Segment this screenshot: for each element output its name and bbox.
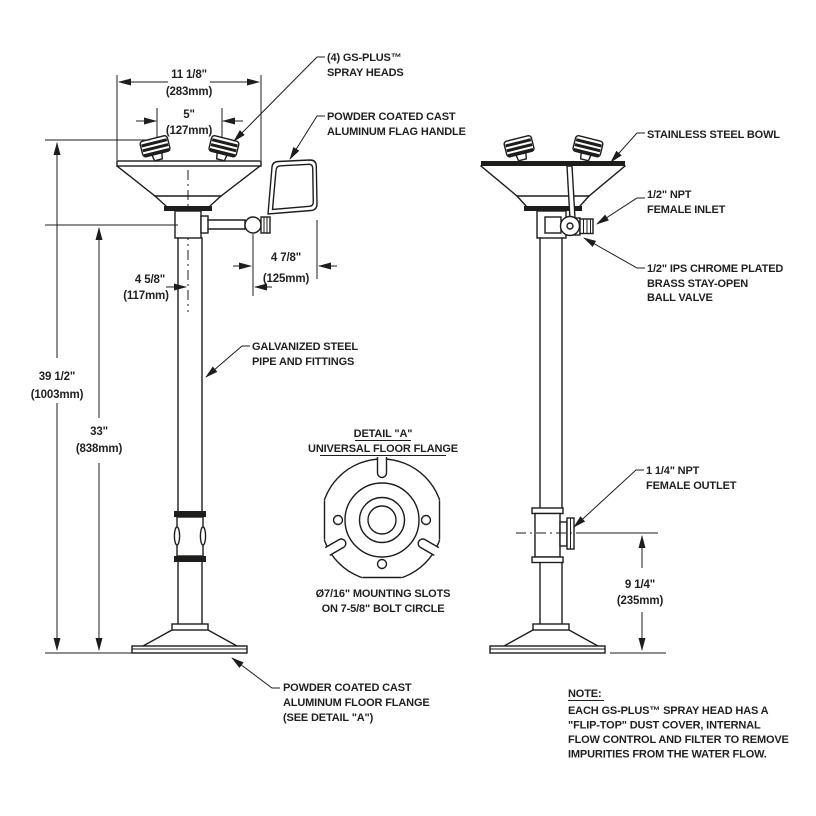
note-heading: NOTE:	[568, 688, 601, 700]
dim-text: (125mm)	[263, 273, 310, 285]
handle-bracket	[260, 216, 271, 234]
spray-head-icon	[502, 134, 537, 164]
dimensions: 11 1/8" (283mm) 5" (127mm) 39 1/2" (1003…	[31, 69, 666, 654]
spray-head-icon	[206, 134, 241, 164]
label-floor-flange: POWDER COATED CAST	[283, 682, 412, 694]
drain-collar	[524, 206, 582, 211]
label-ball-valve: 1/2" IPS CHROME PLATED	[647, 263, 783, 275]
dim-text: 4 7/8"	[271, 252, 301, 264]
dim-text: 11 1/8"	[171, 69, 207, 81]
pedestal-pipe	[539, 237, 563, 625]
bowl	[116, 160, 262, 211]
label-ball-valve: BRASS STAY-OPEN	[647, 278, 748, 290]
mounting-slot	[417, 538, 440, 557]
detail-caption: ON 7-5/8" BOLT CIRCLE	[322, 603, 445, 615]
bolt-hole	[332, 514, 344, 526]
dim-text: 33"	[90, 426, 108, 438]
pedestal-pipe	[177, 237, 203, 625]
note-line: "FLIP-TOP" DUST COVER, INTERNAL	[568, 720, 761, 732]
label-flag-handle: POWDER COATED CAST	[327, 111, 456, 123]
outlet-tee-front	[173, 511, 207, 562]
label-floor-flange: ALUMINUM FLOOR FLANGE	[283, 697, 430, 709]
label-bowl: STAINLESS STEEL BOWL	[647, 129, 780, 141]
side-view	[480, 134, 626, 654]
ball-valve-knob	[244, 216, 262, 234]
label-outlet: FEMALE OUTLET	[646, 480, 737, 492]
note-line: IMPURITIES FROM THE WATER FLOW.	[568, 749, 767, 761]
dim-text: (283mm)	[166, 86, 213, 98]
flag-handle	[267, 159, 318, 215]
label-spray-heads: (4) GS-PLUS™	[327, 52, 402, 64]
spray-head-icon	[570, 134, 605, 164]
detail-a-flange	[317, 457, 447, 585]
dim-bowl-width: 11 1/8" (283mm)	[116, 69, 262, 160]
floor-flange	[131, 623, 248, 654]
label-flag-handle: ALUMINUM FLAG HANDLE	[327, 126, 466, 138]
valve-tee	[174, 210, 271, 239]
dim-spray-spacing: 5" (127mm)	[136, 108, 243, 138]
dim-valve-height: 33" (838mm)	[45, 224, 178, 654]
dim-text: (1003mm)	[31, 389, 84, 401]
dim-text: 5"	[183, 109, 195, 121]
label-pipe: GALVANIZED STEEL	[252, 341, 358, 353]
dim-text: (838mm)	[76, 443, 123, 455]
front-view	[116, 134, 318, 654]
floor-flange	[489, 623, 606, 654]
label-ball-valve: BALL VALVE	[647, 292, 713, 304]
dim-handle-offset: 4 7/8" (125mm)	[233, 220, 337, 285]
dim-text: (127mm)	[166, 125, 213, 137]
drain-collar	[164, 206, 212, 211]
note-line: FLOW CONTROL AND FILTER TO REMOVE	[568, 734, 789, 746]
detail-title: DETAIL "A"	[354, 428, 413, 440]
bowl	[480, 161, 626, 211]
dim-text: (235mm)	[617, 595, 664, 607]
dim-overall-height: 39 1/2" (1003mm)	[31, 139, 150, 651]
mounting-slot	[376, 457, 388, 479]
bolt-hole	[420, 514, 432, 526]
dim-text: 4 5/8"	[135, 274, 165, 286]
dim-arm-offset: 4 5/8" (117mm)	[123, 234, 272, 302]
detail-subtitle: UNIVERSAL FLOOR FLANGE	[308, 443, 458, 455]
detail-a-text: DETAIL "A" UNIVERSAL FLOOR FLANGE Ø7/16"…	[308, 428, 458, 615]
label-spray-heads: SPRAY HEADS	[327, 67, 404, 79]
note-block: NOTE: EACH GS-PLUS™ SPRAY HEAD HAS A "FL…	[568, 688, 789, 761]
label-inlet: 1/2" NPT	[647, 189, 692, 201]
outlet-tee-side	[531, 507, 575, 564]
ball-valve	[536, 210, 594, 239]
dim-outlet-height: 9 1/4" (235mm)	[580, 532, 666, 654]
label-inlet: FEMALE INLET	[647, 204, 726, 216]
dim-text: (117mm)	[123, 290, 169, 302]
spray-head-icon	[138, 134, 173, 164]
detail-caption: Ø7/16" MOUNTING SLOTS	[316, 588, 451, 600]
dim-text: 9 1/4"	[625, 579, 655, 591]
note-line: EACH GS-PLUS™ SPRAY HEAD HAS A	[568, 705, 769, 717]
callouts: (4) GS-PLUS™ SPRAY HEADS POWDER COATED C…	[205, 52, 784, 724]
mounting-slot	[324, 538, 347, 557]
label-pipe: PIPE AND FITTINGS	[252, 356, 354, 368]
bolt-hole	[376, 558, 388, 570]
label-outlet: 1 1/4" NPT	[646, 465, 700, 477]
label-floor-flange: (SEE DETAIL "A")	[283, 712, 374, 724]
handle-rod	[566, 165, 576, 220]
dim-text: 39 1/2"	[39, 371, 75, 383]
